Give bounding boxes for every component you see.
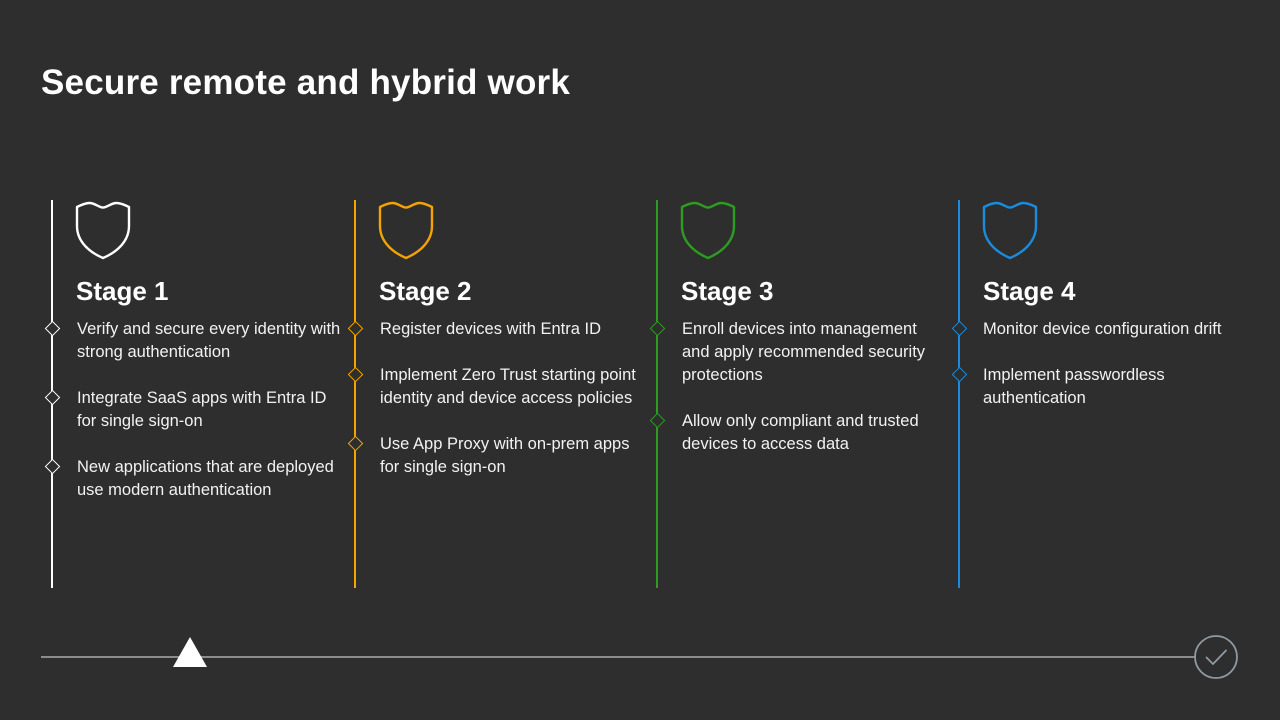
list-item: Implement Zero Trust starting point iden… bbox=[344, 364, 646, 410]
list-item-label: Integrate SaaS apps with Entra ID for si… bbox=[77, 389, 327, 430]
stage-rail-4 bbox=[958, 200, 960, 588]
list-item-label: Implement passwordless authentication bbox=[983, 366, 1165, 407]
triangle-marker-icon[interactable] bbox=[173, 637, 207, 667]
list-item: Monitor device configuration drift bbox=[948, 318, 1264, 341]
shield-icon bbox=[377, 200, 435, 260]
list-item-label: New applications that are deployed use m… bbox=[77, 458, 334, 499]
stage-rail-3 bbox=[656, 200, 658, 588]
check-circle-icon[interactable] bbox=[1193, 634, 1239, 680]
shield-icon bbox=[679, 200, 737, 260]
progress-line bbox=[41, 656, 1196, 658]
stage-bullet-list-1: Verify and secure every identity with st… bbox=[41, 318, 343, 502]
stage-column-1: Stage 1 Verify and secure every identity … bbox=[41, 200, 343, 590]
list-item: Enroll devices into management and apply… bbox=[646, 318, 948, 387]
page-title: Secure remote and hybrid work bbox=[41, 63, 571, 102]
list-item: Register devices with Entra ID bbox=[344, 318, 646, 341]
stage-heading-2: Stage 2 bbox=[379, 276, 472, 306]
list-item-label: Register devices with Entra ID bbox=[380, 320, 602, 338]
stage-heading-3: Stage 3 bbox=[681, 276, 774, 306]
shield-icon bbox=[981, 200, 1039, 260]
stage-bullet-list-3: Enroll devices into management and apply… bbox=[646, 318, 948, 456]
stage-rail-2 bbox=[354, 200, 356, 588]
stage-column-4: Stage 4 Monitor device configuration drif… bbox=[948, 200, 1250, 590]
list-item: New applications that are deployed use m… bbox=[41, 456, 343, 502]
list-item-label: Monitor device configuration drift bbox=[983, 320, 1222, 338]
stage-heading-1: Stage 1 bbox=[76, 276, 169, 306]
list-item: Implement passwordless authentication bbox=[948, 364, 1264, 410]
shield-icon bbox=[74, 200, 132, 260]
list-item-label: Enroll devices into management and apply… bbox=[682, 320, 926, 384]
list-item-label: Verify and secure every identity with st… bbox=[77, 320, 341, 361]
list-item: Verify and secure every identity with st… bbox=[41, 318, 343, 364]
list-item-label: Use App Proxy with on-prem apps for sing… bbox=[380, 435, 630, 476]
list-item: Use App Proxy with on-prem apps for sing… bbox=[344, 433, 646, 479]
list-item-label: Allow only compliant and trusted devices… bbox=[682, 412, 919, 453]
stage-bullet-list-2: Register devices with Entra ID Implement … bbox=[344, 318, 646, 479]
stage-heading-4: Stage 4 bbox=[983, 276, 1076, 306]
list-item: Integrate SaaS apps with Entra ID for si… bbox=[41, 387, 343, 433]
list-item: Allow only compliant and trusted devices… bbox=[646, 410, 948, 456]
stage-column-2: Stage 2 Register devices with Entra ID Imp… bbox=[344, 200, 646, 590]
stage-column-3: Stage 3 Enroll devices into management an… bbox=[646, 200, 948, 590]
list-item-label: Implement Zero Trust starting point iden… bbox=[380, 366, 636, 407]
